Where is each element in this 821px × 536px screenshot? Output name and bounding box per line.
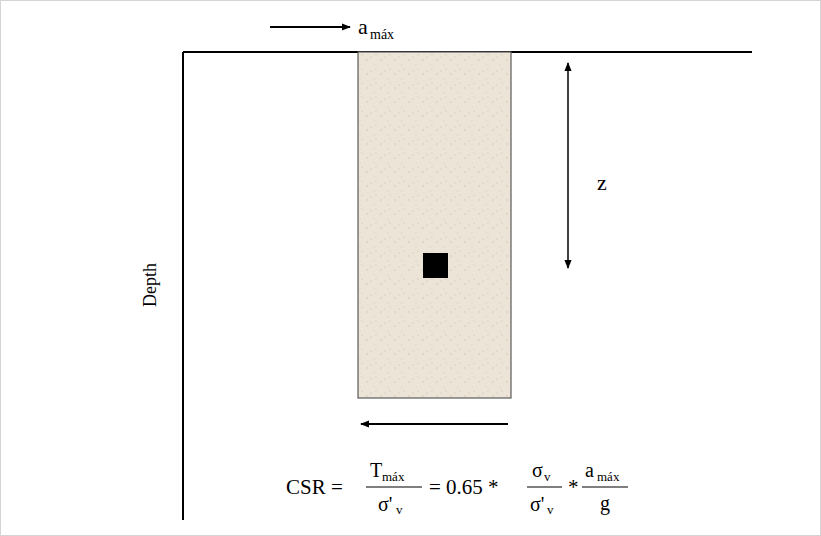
formula-term: a bbox=[585, 460, 594, 480]
formula-term: g bbox=[600, 493, 610, 513]
formula-term: σ' bbox=[530, 494, 544, 514]
formula-term: * bbox=[568, 477, 579, 498]
subscript: máx bbox=[597, 470, 619, 483]
subscript: v bbox=[547, 503, 554, 516]
depth-dimension bbox=[567, 63, 569, 268]
formula-term: σ' bbox=[378, 494, 392, 514]
formula-term: CSR = bbox=[286, 477, 343, 498]
subscript: máx bbox=[370, 28, 394, 42]
formula-term: σ bbox=[532, 460, 543, 480]
formula-term: T bbox=[370, 460, 382, 480]
accel-symbol: a bbox=[358, 16, 368, 38]
fraction-bar bbox=[527, 486, 562, 487]
subscript: v bbox=[544, 470, 551, 483]
fraction-bar bbox=[366, 486, 422, 487]
formula-term: = 0.65 * bbox=[429, 477, 499, 498]
shear-arrow bbox=[361, 423, 508, 425]
acceleration-arrow bbox=[270, 26, 350, 28]
subscript: v bbox=[396, 503, 403, 516]
depth-axis bbox=[182, 52, 184, 520]
soil-element bbox=[423, 253, 448, 278]
axis-title: Depth bbox=[141, 263, 159, 307]
depth-symbol: z bbox=[597, 172, 607, 194]
subscript: máx bbox=[382, 470, 404, 483]
soil-column bbox=[358, 52, 511, 398]
fraction-bar bbox=[582, 486, 628, 487]
